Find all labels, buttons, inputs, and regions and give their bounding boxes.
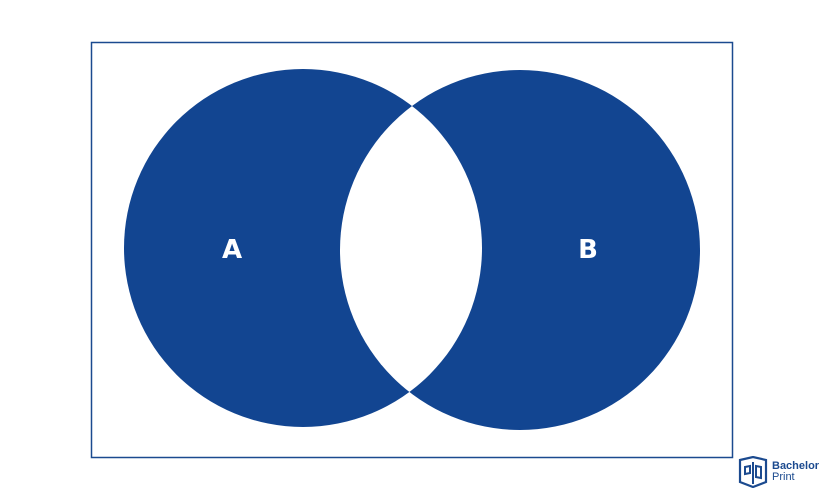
book-icon (738, 456, 768, 488)
universe-frame (90, 41, 734, 459)
set-b-label: B (578, 235, 598, 265)
set-a-label: A (222, 235, 242, 265)
brand-name-line2: Print (772, 471, 795, 483)
intersection-region (340, 70, 482, 427)
brand-name-line1: Bachelor (772, 460, 820, 472)
brand-logo: Bachelor Print (738, 456, 819, 488)
